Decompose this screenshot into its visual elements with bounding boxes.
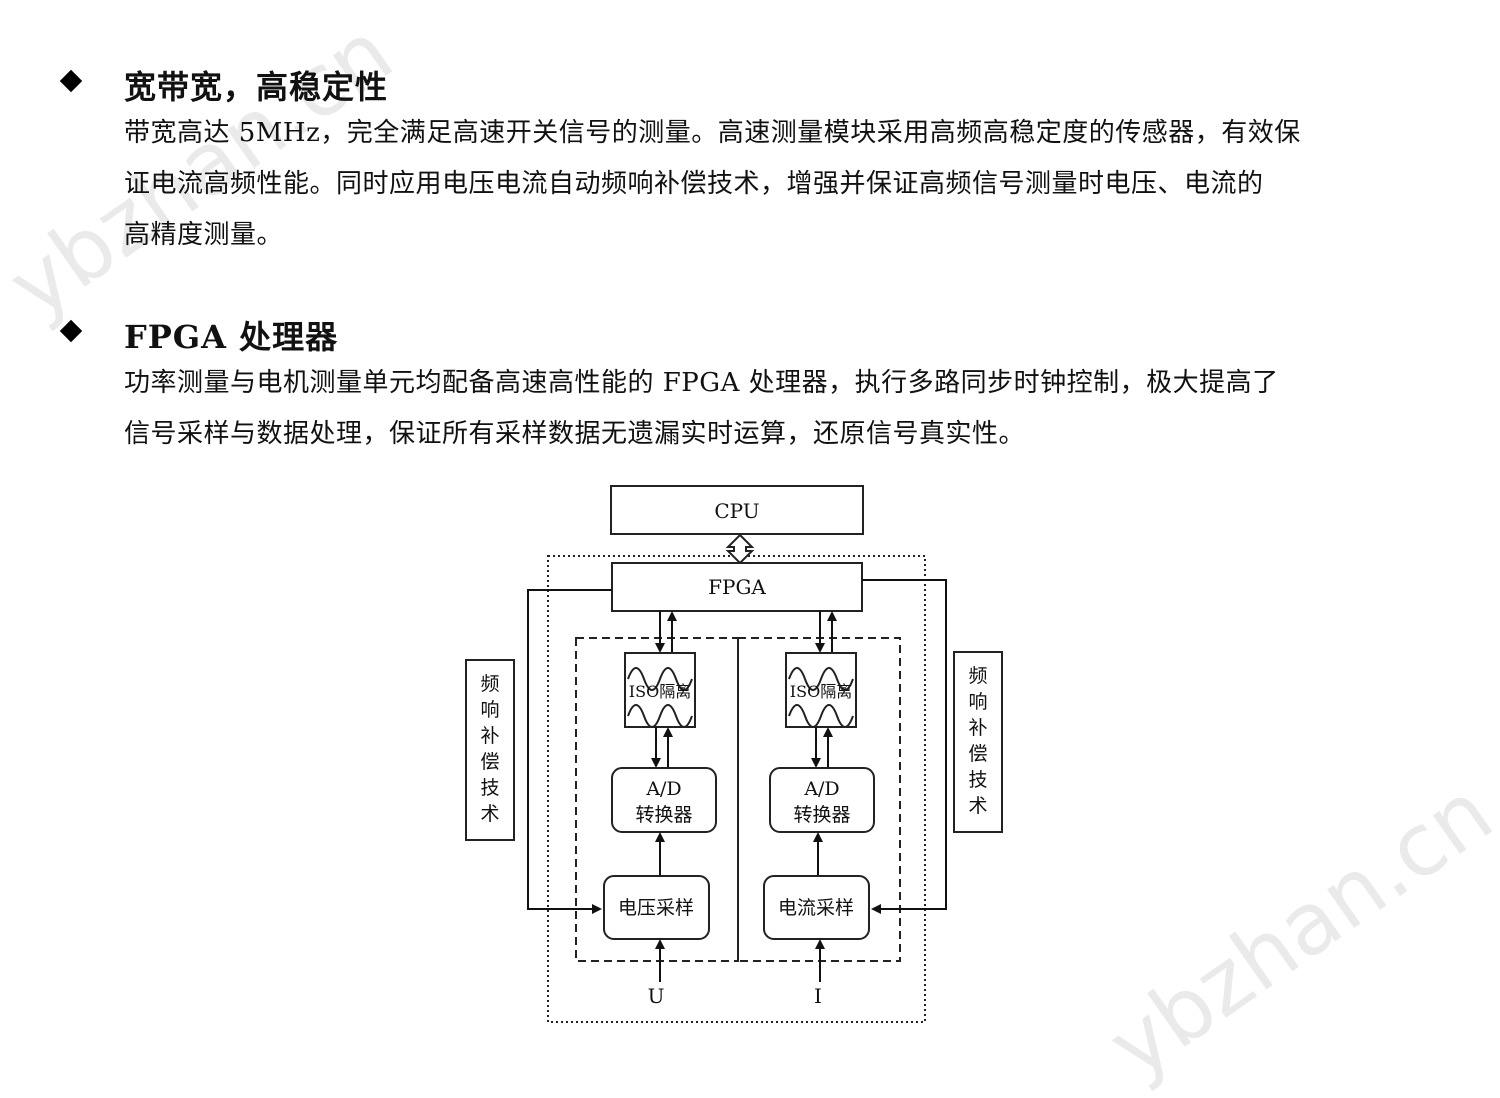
compensation-char: 技: [968, 769, 987, 791]
ad-label: A/D: [645, 778, 681, 800]
cpu-label: CPU: [714, 499, 759, 523]
iso-isolation-block-left: ISO隔离: [624, 652, 696, 728]
section-body: 带宽高达 5MHz，完全满足高速开关信号的测量。高速测量模块采用高频高稳定度的传…: [124, 108, 1414, 261]
iso-isolation-block-right: ISO隔离: [785, 652, 857, 728]
input-u-label: U: [648, 984, 665, 1008]
ad-label: A/D: [803, 778, 839, 800]
wave-icon: [788, 667, 854, 691]
voltage-channel-group: [575, 637, 739, 962]
input-i-label: I: [814, 984, 822, 1008]
cpu-block: CPU: [610, 485, 864, 535]
fpga-block-diagram: CPU FPGA ISO隔离 ISO隔离 A/D 转换器 A/D 转换器: [465, 485, 1003, 1023]
section-bandwidth: 宽带宽，高稳定性 带宽高达 5MHz，完全满足高速开关信号的测量。高速测量模块采…: [56, 60, 1456, 261]
body-line: 带宽高达 5MHz，完全满足高速开关信号的测量。高速测量模块采用高频高稳定度的传…: [124, 118, 1301, 148]
wave-icon: [788, 704, 854, 728]
body-line: 功率测量与电机测量单元均配备高速高性能的 FPGA 处理器，执行多路同步时钟控制…: [124, 368, 1279, 398]
voltage-sampling-label: 电压采样: [618, 897, 694, 919]
feedback-line-right: [862, 579, 947, 914]
frequency-compensation-box-right: 频 响 补 偿 技 术: [953, 651, 1003, 833]
body-line: 信号采样与数据处理，保证所有采样数据无遗漏实时运算，还原信号真实性。: [124, 419, 1026, 449]
compensation-char: 频: [480, 673, 499, 695]
compensation-char: 术: [480, 803, 499, 825]
current-sampling-block: 电流采样: [763, 875, 870, 940]
cpu-fpga-bus-arrow: [725, 533, 755, 565]
ad-converter-right: A/D 转换器: [769, 767, 875, 833]
section-title: 宽带宽，高稳定性: [124, 68, 389, 106]
current-sampling-label: 电流采样: [778, 897, 854, 919]
voltage-sampling-block: 电压采样: [603, 875, 710, 940]
body-line: 证电流高频性能。同时应用电压电流自动频响补偿技术，增强并保证高频信号测量时电压、…: [124, 169, 1264, 199]
outer-dotted-boundary: [547, 555, 926, 1023]
fpga-block: FPGA: [611, 562, 863, 612]
converter-label: 转换器: [793, 804, 850, 826]
wave-icon: [627, 667, 693, 691]
fpga-label: FPGA: [708, 575, 766, 599]
compensation-char: 响: [480, 699, 499, 721]
iso-label: ISO隔离: [790, 682, 852, 701]
compensation-char: 补: [968, 717, 987, 739]
iso-label: ISO隔离: [629, 682, 691, 701]
body-line: 高精度测量。: [124, 220, 284, 250]
compensation-char: 补: [480, 725, 499, 747]
ad-converter-left: A/D 转换器: [611, 767, 717, 833]
compensation-char: 偿: [480, 751, 499, 773]
section-body: 功率测量与电机测量单元均配备高速高性能的 FPGA 处理器，执行多路同步时钟控制…: [124, 358, 1414, 460]
compensation-char: 偿: [968, 743, 987, 765]
frequency-compensation-box-left: 频 响 补 偿 技 术: [465, 659, 515, 841]
section-fpga: FPGA 处理器 功率测量与电机测量单元均配备高速高性能的 FPGA 处理器，执…: [56, 310, 1456, 460]
feedback-line-left: [527, 589, 612, 914]
compensation-char: 响: [968, 691, 987, 713]
compensation-char: 术: [968, 795, 987, 817]
wave-icon: [627, 704, 693, 728]
compensation-char: 频: [968, 665, 987, 687]
compensation-char: 技: [480, 777, 499, 799]
section-title: FPGA 处理器: [124, 318, 339, 356]
converter-label: 转换器: [635, 804, 692, 826]
